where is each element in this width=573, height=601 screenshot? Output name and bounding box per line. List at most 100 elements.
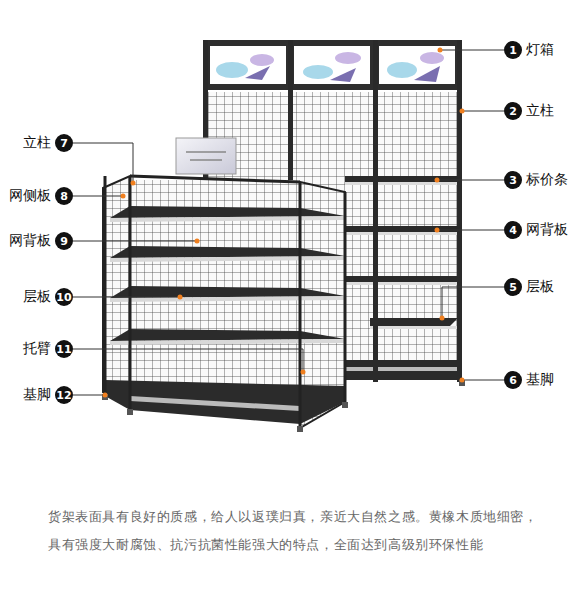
shelf: [110, 329, 345, 341]
part-name: 层板: [23, 288, 51, 306]
callout-number: 9: [55, 232, 73, 250]
callout-number: 7: [55, 134, 73, 152]
callout: 11托臂: [7, 339, 73, 359]
callout-number: 10: [55, 288, 73, 306]
part-name: 网背板: [9, 232, 51, 250]
light-box-frame: [205, 40, 460, 90]
leader-line: [73, 297, 180, 298]
leader-dot: [301, 370, 306, 375]
leader-line: [73, 395, 105, 396]
part-name: 标价条: [526, 171, 568, 189]
light-box-art: [216, 62, 248, 78]
light-box-art: [245, 66, 270, 80]
price-strip: [110, 256, 345, 262]
leader-lines: [73, 50, 504, 395]
leader-dot: [103, 393, 108, 398]
shelf: [110, 206, 345, 218]
callout: 3标价条: [504, 170, 570, 190]
leader-line: [73, 349, 303, 372]
callout-number: 6: [504, 371, 522, 389]
upright-post: [457, 40, 462, 382]
price-strip: [110, 216, 345, 222]
shelf: [345, 176, 458, 182]
callout: 9网背板: [7, 231, 73, 251]
callout: 10层板: [7, 287, 73, 307]
sign-lines: [186, 152, 226, 160]
callout: 2立柱: [504, 101, 570, 121]
leader-dot: [178, 295, 183, 300]
shelf: [370, 318, 458, 326]
leader-dots: [103, 48, 465, 398]
part-name: 层板: [526, 278, 554, 296]
callout: 5层板: [504, 277, 570, 297]
base: [105, 380, 345, 424]
callout-number: 2: [504, 102, 522, 120]
foot: [297, 426, 303, 432]
price-strip: [345, 182, 458, 185]
shelf: [110, 286, 345, 298]
shelf: [345, 276, 458, 282]
callout: 12基脚: [7, 385, 73, 405]
leader-dot: [460, 378, 465, 383]
price-strip: [370, 326, 458, 329]
callout-number: 4: [504, 221, 522, 239]
light-box-art: [420, 52, 444, 64]
callout-number: 1: [504, 41, 522, 59]
foot: [127, 409, 133, 415]
upright-post: [105, 176, 345, 428]
part-name: 基脚: [23, 386, 51, 404]
callout-number: 5: [504, 278, 522, 296]
shelf: [110, 246, 345, 258]
front-unit: [102, 138, 348, 432]
leader-dot: [460, 109, 465, 114]
top-sign: [176, 138, 236, 174]
light-box-art: [303, 65, 333, 79]
light-box-panel: [210, 46, 286, 84]
light-box-art: [330, 68, 356, 82]
callout-number: 8: [55, 187, 73, 205]
part-name: 灯箱: [526, 41, 554, 59]
leader-line: [462, 380, 504, 381]
top-rail: [130, 176, 300, 182]
leader-line: [73, 241, 197, 242]
light-box-panel: [294, 46, 370, 84]
leader-line: [442, 287, 504, 318]
part-name: 立柱: [23, 134, 51, 152]
leader-line: [73, 196, 123, 197]
callout-number: 12: [55, 386, 73, 404]
leader-line: [73, 143, 133, 183]
price-strip: [345, 282, 458, 285]
leader-dot: [440, 316, 445, 321]
leader-line: [462, 111, 504, 112]
part-name: 网背板: [526, 221, 568, 239]
light-box-art: [414, 66, 440, 82]
light-box-art: [387, 62, 417, 78]
light-box-art: [250, 54, 274, 66]
callout: 8网侧板: [7, 186, 73, 206]
foot: [342, 402, 348, 408]
price-strip: [345, 232, 458, 235]
leader-dot: [131, 181, 136, 186]
light-box-panel: [379, 46, 455, 84]
callout: 7立柱: [7, 133, 73, 153]
part-name: 托臂: [23, 340, 51, 358]
callout-number: 11: [55, 340, 73, 358]
caption: 货架表面具有良好的质感，给人以返璞归真，亲近大自然之感。黄橡木质地细密， 具有强…: [48, 503, 553, 559]
callout: 6基脚: [504, 370, 570, 390]
callout: 4网背板: [504, 220, 570, 240]
price-strip: [110, 339, 345, 345]
leader-line: [440, 50, 504, 51]
leader-dot: [435, 178, 440, 183]
light-box-art: [335, 52, 361, 64]
leader-dot: [435, 228, 440, 233]
shelf: [345, 226, 458, 232]
leader-line: [437, 230, 504, 231]
part-name: 网侧板: [9, 187, 51, 205]
part-name: 立柱: [526, 102, 554, 120]
callout: 1灯箱: [504, 40, 570, 60]
leader-dot: [195, 239, 200, 244]
callout-number: 3: [504, 171, 522, 189]
leader-dot: [438, 48, 443, 53]
base-strip: [130, 396, 300, 411]
